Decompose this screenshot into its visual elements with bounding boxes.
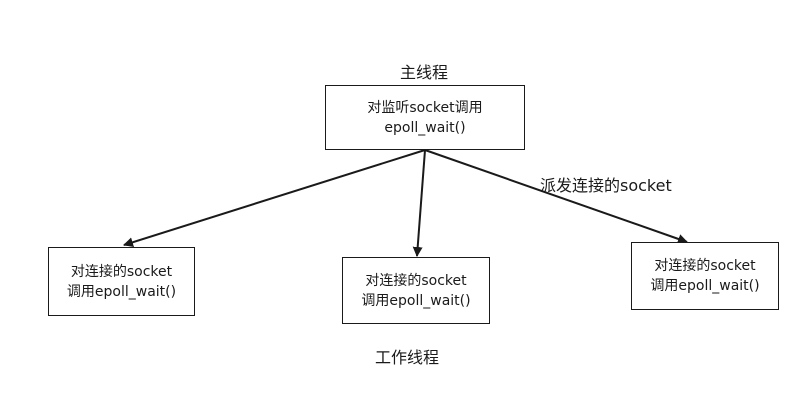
edge-label: 派发连接的socket: [540, 176, 672, 195]
main-thread-box-line2: epoll_wait(): [384, 119, 466, 136]
main-thread-label: 主线程: [400, 63, 449, 82]
worker-box-line2: 调用epoll_wait(): [66, 283, 177, 300]
edge-to-worker-left: [123, 149, 426, 248]
worker-thread-label: 工作线程: [375, 348, 440, 367]
main-thread-box: 对监听socket调用 epoll_wait(): [325, 85, 525, 150]
worker-box-line1: 对连接的socket: [654, 258, 756, 274]
worker-box-right: 对连接的socket 调用epoll_wait(): [631, 242, 779, 310]
worker-box-line1: 对连接的socket: [70, 263, 173, 280]
worker-box-line2: 调用epoll_wait(): [361, 292, 471, 309]
worker-box-line1: 对连接的socket: [365, 272, 467, 289]
edge-to-worker-right: [424, 149, 688, 244]
worker-box-left: 对连接的socket 调用epoll_wait(): [48, 247, 195, 316]
worker-box-line2: 调用epoll_wait(): [650, 278, 760, 294]
worker-box-middle: 对连接的socket 调用epoll_wait(): [342, 257, 490, 324]
main-thread-box-line1: 对监听socket调用: [367, 99, 483, 116]
edge-to-worker-middle: [412, 149, 426, 257]
